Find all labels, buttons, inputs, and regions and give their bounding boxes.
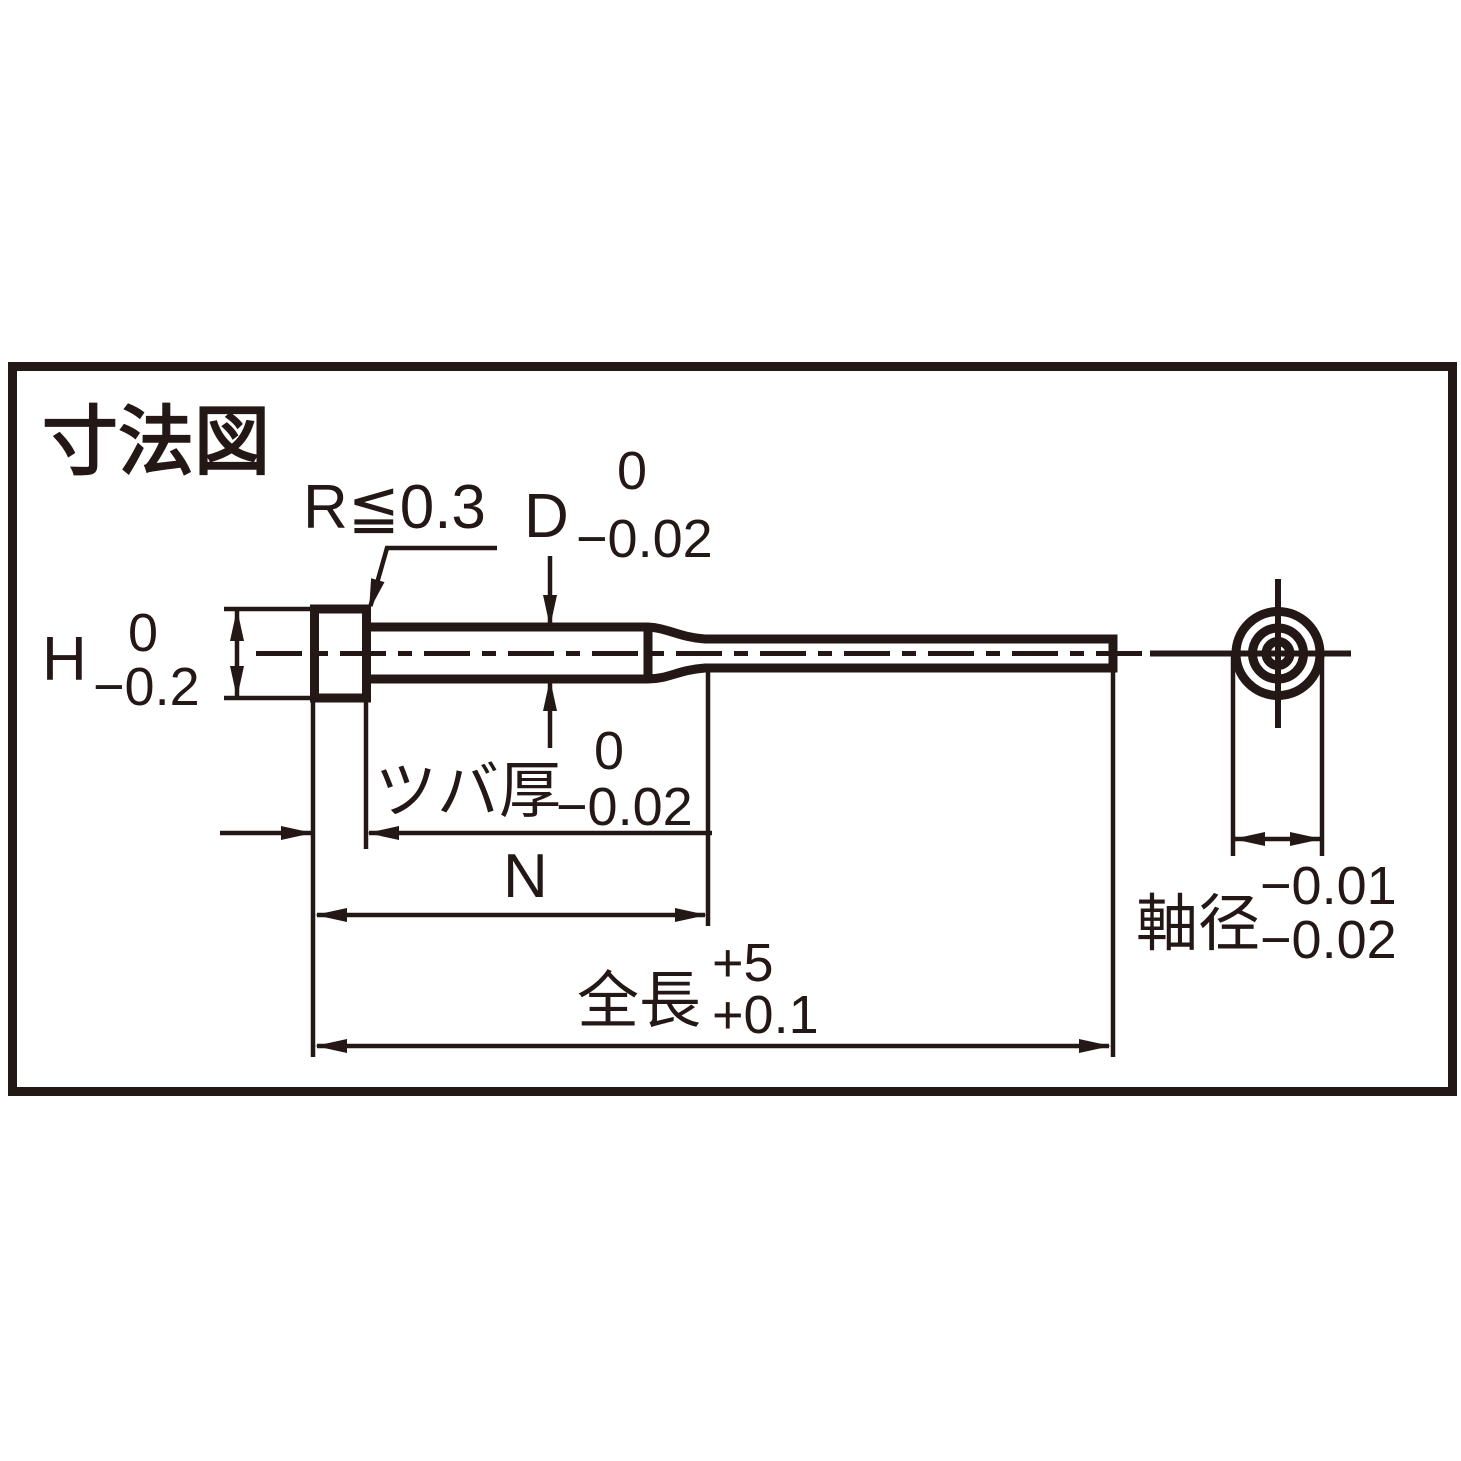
- arrowhead: [543, 595, 557, 627]
- end-view-middle-circle: [1248, 623, 1308, 684]
- h-label: H: [42, 625, 87, 694]
- arrowhead: [543, 679, 557, 711]
- shaft-diameter-dimension: [1230, 656, 1325, 856]
- radius-note-label: R≦0.3: [303, 473, 486, 542]
- arrowhead: [315, 1039, 347, 1053]
- arrowhead: [281, 826, 313, 840]
- radius-leader: [368, 545, 497, 611]
- end-view-inner-circle: [1261, 637, 1295, 670]
- arrowhead: [230, 666, 244, 698]
- centerline: [256, 579, 1351, 728]
- arrowhead: [675, 908, 707, 922]
- arrowhead: [230, 609, 244, 641]
- h-tolerance-lower: −0.2: [93, 657, 200, 717]
- h-tolerance-upper: 0: [128, 603, 158, 663]
- overall-length-label: 全長: [577, 967, 701, 1036]
- side-view: [310, 604, 1118, 703]
- d-tolerance-upper: 0: [617, 441, 647, 501]
- overall-length-tolerance-upper: +5: [712, 933, 774, 993]
- end-view-circles: [1231, 607, 1325, 700]
- n-label: N: [503, 842, 548, 911]
- overall-length-dimension: [315, 670, 1116, 1057]
- flange-thickness-label: ツバ厚: [375, 757, 561, 826]
- flange-outline: [310, 604, 371, 703]
- flange-thickness-tolerance-upper: 0: [594, 721, 624, 781]
- arrowhead: [367, 826, 399, 840]
- flange-thickness-dimension: [220, 700, 712, 1057]
- flange-thickness-tolerance-lower: −0.02: [556, 777, 693, 837]
- arrowhead: [315, 908, 347, 922]
- d-tolerance-lower: −0.02: [576, 509, 713, 569]
- arrowhead: [369, 578, 385, 611]
- shaft-diameter-tolerance-lower: −0.02: [1260, 910, 1397, 970]
- d-dimension: [543, 556, 557, 748]
- h-dimension: [224, 606, 313, 701]
- d-label: D: [524, 482, 569, 551]
- overall-length-tolerance-lower: +0.1: [712, 985, 819, 1045]
- shaft-diameter-label: 軸径: [1136, 890, 1260, 959]
- page-title: 寸法図: [42, 400, 270, 485]
- drawing-border: [8, 362, 1457, 1096]
- end-view-outer-circle: [1231, 607, 1325, 700]
- pin-body-outline: [366, 622, 1118, 684]
- n-dimension: [315, 667, 711, 926]
- arrowhead: [1233, 832, 1265, 846]
- arrowhead: [1290, 832, 1322, 846]
- arrowhead: [1079, 1039, 1111, 1053]
- shaft-diameter-tolerance-upper: −0.01: [1260, 856, 1397, 916]
